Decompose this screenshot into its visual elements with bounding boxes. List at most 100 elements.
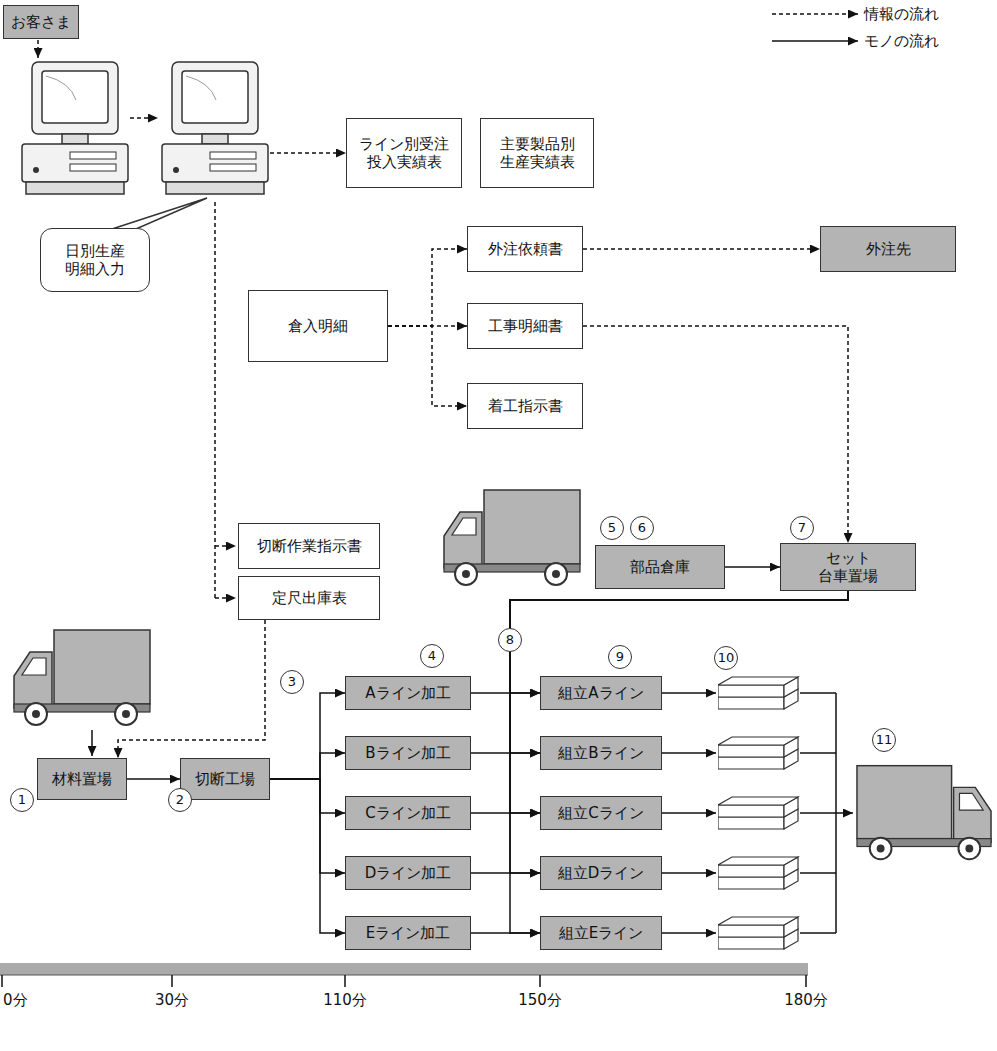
node-text: Dライン加工: [365, 864, 452, 882]
place-box: 外注先: [820, 226, 956, 272]
info-flow-arrow: [583, 248, 820, 250]
document-box: 切断作業指示書: [238, 523, 380, 569]
document-box: 倉入明細: [248, 290, 388, 362]
node-text: Cライン加工: [365, 804, 450, 822]
callout-number: 3: [288, 674, 296, 690]
truck-icon: [857, 766, 991, 860]
node-text: 主要製品別 生産実績表: [492, 135, 582, 171]
callout-number: 4: [428, 648, 436, 664]
process-box: Aライン加工: [345, 676, 471, 710]
info-flow-arrow: [388, 325, 467, 327]
callout-circle: 9: [608, 645, 632, 669]
goods-flow-arrow: [270, 753, 345, 779]
callout-circle: 7: [790, 516, 814, 540]
document-box: 定尺出庫表: [238, 576, 380, 620]
legend-text: モノの流れ: [864, 32, 939, 50]
time-label-box: 180分: [784, 991, 828, 1009]
process-box: Dライン加工: [345, 856, 471, 890]
callout-number: 2: [176, 792, 184, 808]
time-label: 150分: [518, 991, 562, 1009]
callout-bubble: 日別生産 明細入力: [40, 228, 150, 292]
legend-dashed-line: [772, 13, 858, 15]
place-box: セット 台車置場: [780, 543, 916, 591]
product-stack: [718, 917, 798, 949]
node-text: 組立Aライン: [558, 684, 643, 702]
goods-flow-arrow: [510, 591, 848, 873]
process-box: Eライン加工: [345, 916, 471, 950]
node-text: Aライン加工: [365, 684, 450, 702]
node-text: 組立Bライン: [558, 744, 643, 762]
node-text: 倉入明細: [288, 317, 348, 335]
place-box: 材料置場: [37, 758, 127, 800]
time-label-box: 30分: [155, 991, 189, 1009]
node-text: 外注依頼書: [488, 240, 563, 258]
process-box: Cライン加工: [345, 796, 471, 830]
legend-text: 情報の流れ: [864, 5, 939, 23]
process-box: Bライン加工: [345, 736, 471, 770]
info-flow-arrow: [388, 249, 467, 326]
goods-flow-arrow: [510, 591, 848, 933]
node-text: 切断作業指示書: [257, 537, 362, 555]
node-text: 組立Eライン: [559, 924, 643, 942]
goods-flow-arrow: [510, 591, 848, 813]
node-text: 定尺出庫表: [272, 589, 347, 607]
goods-flow-arrow: [270, 693, 345, 779]
callout-number: 6: [638, 520, 646, 536]
goods-flow-arrow: [270, 779, 345, 873]
place-box: 切断工場: [180, 758, 270, 800]
product-stack: [718, 797, 798, 829]
goods-flow-arrow: [127, 778, 180, 780]
goods-flow-arrow: [270, 779, 345, 813]
truck-icon: [14, 630, 150, 725]
process-box: 組立Aライン: [540, 676, 662, 710]
goods-flow-arrow: [725, 566, 780, 568]
node-text: 組立Cライン: [558, 804, 643, 822]
node-text: セット 台車置場: [808, 549, 888, 585]
callout-circle: 11: [872, 728, 896, 752]
document-box: 工事明細書: [467, 303, 583, 349]
time-label-box: 0分: [3, 991, 28, 1009]
document-box: ライン別受注 投入実績表: [346, 118, 462, 188]
node-text: 部品倉庫: [630, 558, 690, 576]
node-text: 着工指示書: [488, 397, 563, 415]
time-label: 110分: [323, 991, 367, 1009]
callout-number: 10: [718, 650, 735, 666]
node-text: お客さま: [11, 13, 71, 31]
time-label: 180分: [784, 991, 828, 1009]
node-text: 外注先: [866, 240, 911, 258]
callout-number: 5: [608, 520, 616, 536]
computer-icon: [162, 62, 268, 194]
document-box: 主要製品別 生産実績表: [480, 118, 594, 188]
callout-circle: 3: [280, 670, 304, 694]
node-text: 工事明細書: [488, 317, 563, 335]
callout-tail: [112, 198, 207, 229]
callout-circle: 10: [714, 646, 738, 670]
info-flow-arrow: [118, 620, 265, 758]
legend-samples: [772, 14, 858, 41]
goods-lines: [92, 693, 853, 933]
time-label-box: 150分: [518, 991, 562, 1009]
callout-circle: 6: [630, 516, 654, 540]
node-text: 切断工場: [195, 770, 255, 788]
node-text: ライン別受注 投入実績表: [354, 135, 454, 171]
process-box: 組立Cライン: [540, 796, 662, 830]
place-box: 部品倉庫: [595, 545, 725, 589]
callout-circle: 8: [498, 628, 522, 652]
actor-box: お客さま: [3, 5, 79, 39]
process-box: 組立Bライン: [540, 736, 662, 770]
node-text: 材料置場: [52, 770, 112, 788]
info-flow-arrow: [388, 326, 467, 406]
computer-icon: [22, 62, 128, 194]
info-flow-arrow: [583, 326, 848, 543]
callout-number: 1: [18, 792, 26, 808]
callout-number: 8: [506, 632, 514, 648]
legend-solid-line: [772, 40, 858, 42]
product-stack: [718, 857, 798, 889]
product-stack: [718, 677, 798, 709]
callout-number: 7: [798, 520, 806, 536]
node-text: 日別生産 明細入力: [55, 242, 135, 278]
document-box: 着工指示書: [467, 383, 583, 429]
process-box: 組立Dライン: [540, 856, 662, 890]
callout-circle: 5: [600, 516, 624, 540]
